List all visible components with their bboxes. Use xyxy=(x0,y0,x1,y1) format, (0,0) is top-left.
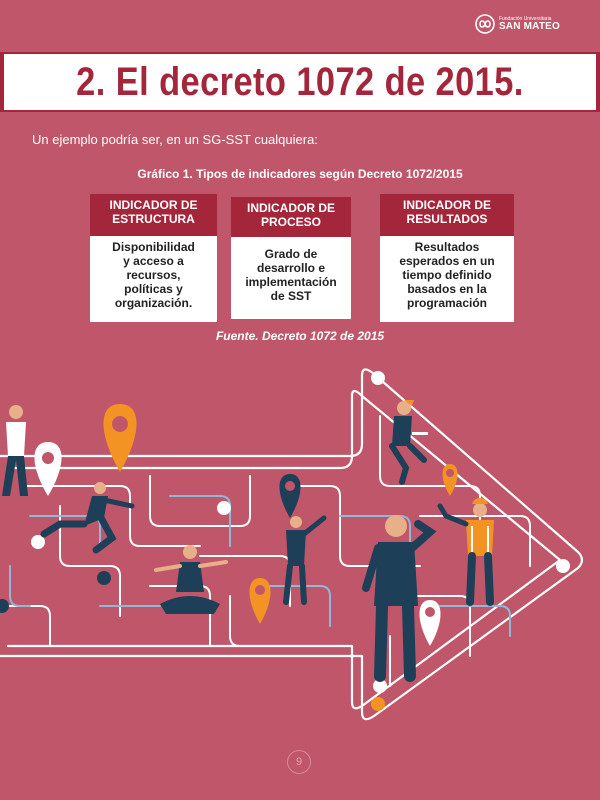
card-body-line: tiempo definido xyxy=(402,268,492,282)
card-header-line: ESTRUCTURA xyxy=(112,212,195,226)
white-dot xyxy=(217,501,231,515)
person-figure xyxy=(283,515,327,605)
card-body-line: programación xyxy=(406,296,487,310)
white-dot xyxy=(371,371,385,385)
card-body-line: organización. xyxy=(114,296,193,310)
card-body-line: Disponibilidad xyxy=(112,240,195,254)
card-body-line: Grado de xyxy=(264,247,318,261)
white-dot xyxy=(373,679,387,693)
card-header-line: PROCESO xyxy=(260,215,321,229)
white-dot xyxy=(556,559,570,573)
indicator-card-structure: INDICADOR DE ESTRUCTURA Disponibilidad y… xyxy=(90,194,217,322)
map-pin-icon xyxy=(279,474,301,518)
map-pin-icon xyxy=(249,578,271,624)
person-figure xyxy=(40,482,135,554)
person-figure xyxy=(154,545,228,614)
card-header: INDICADOR DE ESTRUCTURA xyxy=(90,194,217,236)
logo-line2: SAN MATEO xyxy=(498,20,560,32)
white-dot xyxy=(31,535,45,549)
indicator-card-process: INDICADOR DE PROCESO Grado de desarrollo… xyxy=(231,197,351,319)
navy-dot xyxy=(97,571,111,585)
map-pins xyxy=(34,404,458,646)
orange-dot xyxy=(371,697,385,711)
map-pin-icon xyxy=(442,464,458,496)
card-header-line: INDICADOR DE xyxy=(402,198,491,212)
navy-dot xyxy=(0,599,9,613)
people-figures xyxy=(2,400,494,682)
page-title: 2. El decreto 1072 de 2015. xyxy=(76,60,524,104)
page-number: 9 xyxy=(287,750,311,774)
source-note: Fuente. Decreto 1072 de 2015 xyxy=(215,329,385,343)
logo: Fundación Universitaria SAN MATEO xyxy=(475,14,560,34)
card-header-line: INDICADOR DE xyxy=(246,201,335,215)
person-figure xyxy=(2,405,28,496)
card-body-line: recursos, xyxy=(126,268,181,282)
card-body-line: implementación xyxy=(245,275,337,289)
logo-line1: Fundación Universitaria xyxy=(498,15,552,22)
person-figure xyxy=(362,515,437,682)
person-figure xyxy=(389,400,428,485)
card-header-line: RESULTADOS xyxy=(406,212,488,226)
map-pin-icon xyxy=(419,600,441,646)
title-band: 2. El decreto 1072 de 2015. xyxy=(0,52,600,112)
card-body: Resultados esperados en un tiempo defini… xyxy=(380,236,514,314)
card-body-line: esperados en un xyxy=(399,254,495,268)
card-body-line: Resultados xyxy=(414,240,480,254)
figure-caption: Gráfico 1. Tipos de indicadores según De… xyxy=(137,167,463,181)
arrow-outline xyxy=(0,368,584,721)
arrow-network-illustration xyxy=(0,368,584,721)
card-body-line: de SST xyxy=(270,289,312,303)
card-body-line: y acceso a xyxy=(123,254,184,268)
card-body-line: basados en la xyxy=(407,282,487,296)
card-body: Grado de desarrollo e implementación de … xyxy=(231,237,351,307)
person-figure xyxy=(437,498,494,606)
logo-icon xyxy=(475,14,495,34)
indicator-card-results: INDICADOR DE RESULTADOS Resultados esper… xyxy=(380,194,514,322)
card-header: INDICADOR DE PROCESO xyxy=(231,197,351,237)
card-header-line: INDICADOR DE xyxy=(109,198,198,212)
map-pin-icon xyxy=(34,442,62,496)
intro-text: Un ejemplo podría ser, en un SG-SST cual… xyxy=(32,132,318,147)
card-body-line: políticas y xyxy=(124,282,183,296)
map-pin-icon xyxy=(103,404,137,472)
node-dots xyxy=(0,371,570,711)
card-body-line: desarrollo e xyxy=(256,261,326,275)
card-header: INDICADOR DE RESULTADOS xyxy=(380,194,514,236)
card-body: Disponibilidad y acceso a recursos, polí… xyxy=(90,236,217,314)
